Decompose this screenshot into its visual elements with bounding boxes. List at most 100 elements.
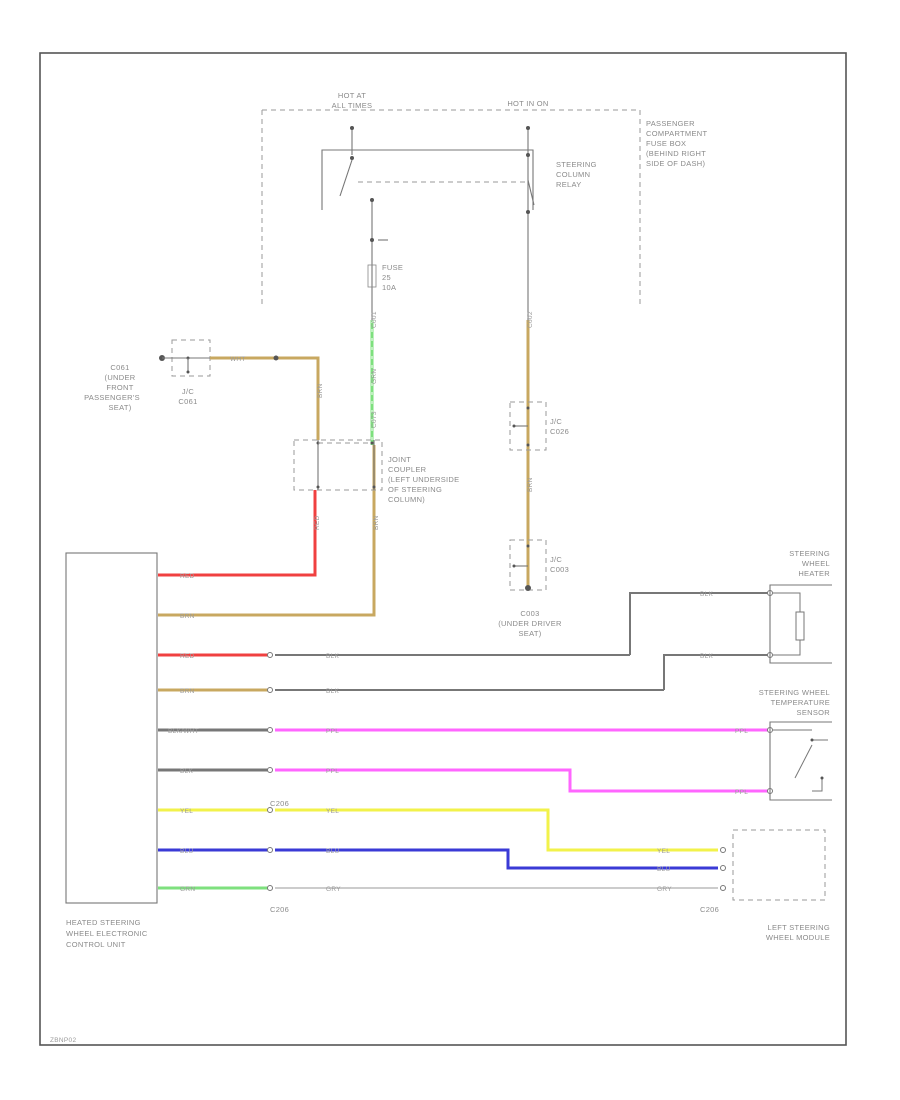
svg-text:STEERING: STEERING xyxy=(789,549,830,558)
wire-label-ecu-row2: BRN xyxy=(180,613,195,620)
label-passenger-fuse-box: PASSENGER COMPARTMENT FUSE BOX (BEHIND R… xyxy=(646,119,707,168)
wire-label-grn-fuse: GRN xyxy=(371,369,378,384)
svg-text:STEERING: STEERING xyxy=(556,160,597,169)
svg-text:STEERING WHEEL: STEERING WHEEL xyxy=(759,688,830,697)
wire-label-heater-top: BLK xyxy=(700,591,714,598)
diagram-frame xyxy=(39,52,847,1046)
label-jc-c003: J/C C003 xyxy=(550,555,569,574)
svg-text:C061: C061 xyxy=(110,363,129,372)
connector-c206-left xyxy=(267,652,273,891)
svg-text:WHEEL MODULE: WHEEL MODULE xyxy=(766,933,830,942)
svg-text:FUSE BOX: FUSE BOX xyxy=(646,139,686,148)
svg-text:OF STEERING: OF STEERING xyxy=(388,485,442,494)
wire-label-module-blu: BLU xyxy=(657,866,671,873)
wire-label-module-gry: GRY xyxy=(657,886,672,893)
jc-c026 xyxy=(509,401,547,451)
wire-label-sensor-top: PPL xyxy=(735,728,748,735)
wire-label-c206-row7: YEL xyxy=(326,808,339,815)
label-c206-right: C206 xyxy=(700,905,719,914)
label-c002: C002 xyxy=(527,311,534,328)
wire-label-sensor-bottom: PPL xyxy=(735,789,748,796)
svg-text:PASSENGER'S: PASSENGER'S xyxy=(84,393,140,402)
svg-text:WHEEL: WHEEL xyxy=(802,559,830,568)
svg-text:(LEFT UNDERSIDE: (LEFT UNDERSIDE xyxy=(388,475,459,484)
joint-coupler xyxy=(293,439,383,491)
wire-row8 xyxy=(158,848,718,870)
wire-row3 xyxy=(158,592,768,657)
label-c003-location: C003 (UNDER DRIVER SEAT) xyxy=(498,609,562,638)
svg-text:ALL TIMES: ALL TIMES xyxy=(332,101,373,110)
svg-text:HEATER: HEATER xyxy=(798,569,830,578)
label-hot-in-on: HOT IN ON xyxy=(507,99,548,108)
jc-c061 xyxy=(159,339,211,377)
wire-label-wht-c061: WHT xyxy=(230,356,246,363)
svg-text:C026: C026 xyxy=(550,427,569,436)
wire-label-brn-joint: BRN xyxy=(373,515,380,530)
left-steering-wheel-module xyxy=(720,829,826,901)
label-ecu: HEATED STEERING WHEEL ELECTRONIC CONTROL… xyxy=(66,918,148,949)
wire-label-c206-row4: BLK xyxy=(326,688,340,695)
label-joint-coupler: JOINT COUPLER (LEFT UNDERSIDE OF STEERIN… xyxy=(388,455,459,504)
label-c073: C073 xyxy=(371,411,378,428)
svg-text:J/C: J/C xyxy=(550,555,562,564)
svg-text:SEAT): SEAT) xyxy=(108,403,131,412)
svg-text:JOINT: JOINT xyxy=(388,455,411,464)
hot-in-on-circuit xyxy=(526,126,535,320)
wire-label-c206-row9: GRY xyxy=(326,886,341,893)
temperature-sensor xyxy=(767,721,832,801)
relay-box xyxy=(321,149,534,210)
label-temp-sensor: STEERING WHEEL TEMPERATURE SENSOR xyxy=(759,688,831,717)
svg-text:FUSE: FUSE xyxy=(382,263,403,272)
wire-label-ecu-row1: RED xyxy=(180,573,195,580)
label-fuse: FUSE 25 10A xyxy=(382,263,403,292)
wire-red-ecu-row1 xyxy=(158,490,317,577)
svg-text:J/C: J/C xyxy=(182,387,194,396)
wire-label-brn-c026: BRN xyxy=(527,477,534,492)
svg-text:COLUMN): COLUMN) xyxy=(388,495,425,504)
svg-text:PASSENGER: PASSENGER xyxy=(646,119,695,128)
svg-text:J/C: J/C xyxy=(550,417,562,426)
wire-row6 xyxy=(158,768,768,793)
wire-label-module-yel: YEL xyxy=(657,848,670,855)
wire-label-ecu-row7: YEL xyxy=(180,808,193,815)
svg-text:COMPARTMENT: COMPARTMENT xyxy=(646,129,707,138)
svg-text:TEMPERATURE: TEMPERATURE xyxy=(771,698,830,707)
fuse-box-outline xyxy=(261,109,641,305)
svg-text:SEAT): SEAT) xyxy=(518,629,541,638)
svg-text:(UNDER: (UNDER xyxy=(105,373,136,382)
svg-text:(BEHIND RIGHT: (BEHIND RIGHT xyxy=(646,149,706,158)
hot-at-all-times-circuit xyxy=(339,126,388,320)
wire-row4 xyxy=(158,654,768,692)
svg-text:25: 25 xyxy=(382,273,391,282)
wire-label-c206-row8: BLU xyxy=(326,848,340,855)
svg-text:C061: C061 xyxy=(178,397,197,406)
label-c001: C001 xyxy=(371,311,378,328)
wire-label-ecu-row5: BLK/WHT xyxy=(168,728,199,735)
wire-label-red-joint: RED xyxy=(314,515,321,530)
label-jc-c026: J/C C026 xyxy=(550,417,569,436)
wire-label-heater-bottom: BLK xyxy=(700,653,714,660)
wire-row7 xyxy=(158,808,718,852)
wire-label-ecu-row4: BRN xyxy=(180,688,195,695)
svg-text:CONTROL UNIT: CONTROL UNIT xyxy=(66,940,126,949)
label-c206-mid: C206 xyxy=(270,799,289,808)
wire-label-ecu-row9: GRN xyxy=(180,886,195,893)
wire-brn-ecu-row2 xyxy=(158,445,376,617)
footer-code: ZBNP02 xyxy=(50,1037,76,1044)
svg-text:HOT AT: HOT AT xyxy=(338,91,366,100)
svg-text:(UNDER DRIVER: (UNDER DRIVER xyxy=(498,619,562,628)
wire-brn-c061 xyxy=(210,356,320,440)
label-steering-column-relay: STEERING COLUMN RELAY xyxy=(556,160,597,189)
steering-wheel-heater xyxy=(767,584,832,664)
svg-text:LEFT STEERING: LEFT STEERING xyxy=(767,923,830,932)
svg-text:C003: C003 xyxy=(550,565,569,574)
svg-text:SENSOR: SENSOR xyxy=(797,708,831,717)
svg-text:HEATED STEERING: HEATED STEERING xyxy=(66,918,141,927)
jc-c003 xyxy=(509,539,547,591)
wire-label-ecu-row3: RED xyxy=(180,653,195,660)
wire-label-ecu-row8: BLU xyxy=(180,848,194,855)
svg-text:C003: C003 xyxy=(520,609,539,618)
ecu-box xyxy=(65,552,158,904)
svg-text:FRONT: FRONT xyxy=(106,383,133,392)
